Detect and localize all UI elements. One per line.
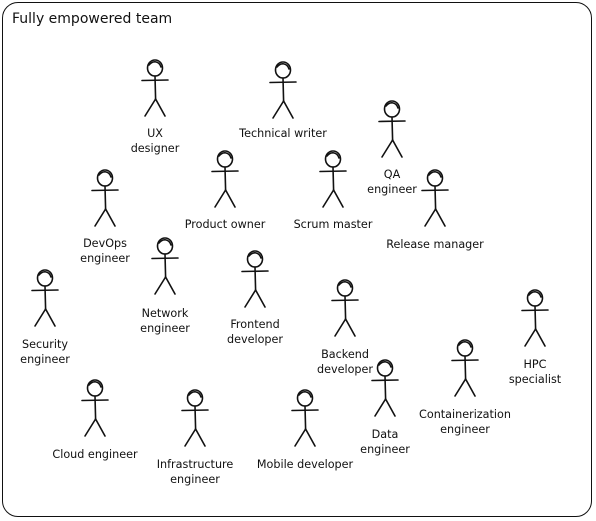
role-label: QA engineer: [367, 168, 417, 196]
role-label: Security engineer: [20, 338, 70, 366]
role-label: Containerization engineer: [419, 408, 511, 436]
role-label: Frontend developer: [226, 318, 284, 346]
role-label: Release manager: [386, 238, 484, 251]
role-label: Infrastructure engineer: [156, 458, 234, 486]
role-label: DevOps engineer: [80, 237, 130, 265]
role-label: HPC specialist: [508, 358, 562, 386]
role-label: Network engineer: [140, 307, 190, 335]
role-label: Data engineer: [360, 428, 410, 456]
role-label: Mobile developer: [256, 458, 354, 471]
diagram-frame: [2, 2, 592, 517]
role-label: UX designer: [130, 127, 180, 155]
role-label: Backend developer: [316, 348, 374, 376]
diagram-title: Fully empowered team: [12, 11, 173, 27]
role-label: Cloud engineer: [52, 448, 138, 461]
role-label: Product owner: [184, 218, 266, 231]
role-label: Technical writer: [239, 127, 327, 140]
role-label: Scrum master: [293, 218, 373, 231]
